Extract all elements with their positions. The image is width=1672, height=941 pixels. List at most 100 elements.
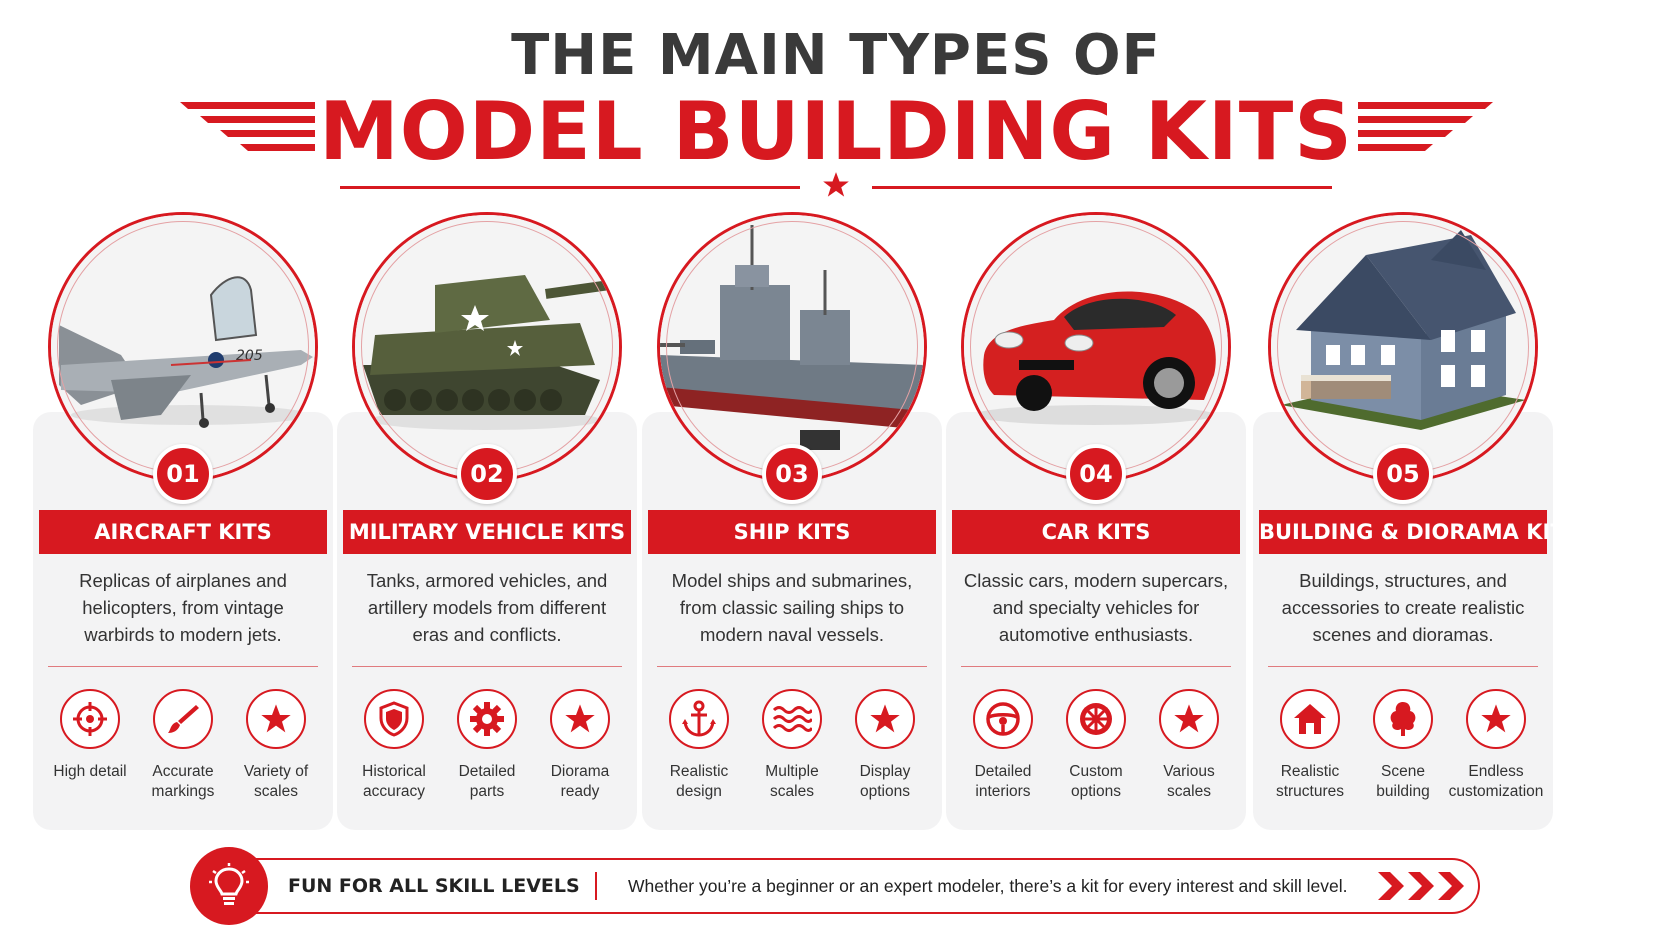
description-line: scenes and dioramas. xyxy=(1312,624,1494,645)
feature-label-line: markings xyxy=(151,783,215,800)
feature-label-line: interiors xyxy=(975,783,1031,800)
feature-label-line: scales xyxy=(254,783,298,800)
footer-divider xyxy=(595,872,597,900)
feature-badge xyxy=(762,689,822,749)
feature-label-line: Endless xyxy=(1468,763,1524,780)
kit-title: CAR KITS xyxy=(952,510,1240,554)
description-line: Tanks, armored vehicles, and xyxy=(366,570,608,591)
feature-label-line: Realistic xyxy=(1280,763,1340,780)
kit-number-badge: 05 xyxy=(1373,444,1433,504)
kit-description: Classic cars, modern supercars, and speci… xyxy=(951,567,1241,648)
tank-model xyxy=(355,215,619,479)
kit-title: SHIP KITS xyxy=(648,510,936,554)
paintbrush-icon xyxy=(168,705,199,733)
star-icon xyxy=(870,704,900,733)
fighter-jet-model: 205 xyxy=(51,215,315,479)
feature-badge xyxy=(669,689,729,749)
feature-label: Historical accuracy xyxy=(342,762,446,802)
card-divider xyxy=(352,666,622,667)
feature-label-line: High detail xyxy=(53,763,127,780)
feature-label-line: accuracy xyxy=(362,783,426,800)
feature-label-line: Detailed xyxy=(974,763,1032,780)
feature-label: Realistic design xyxy=(647,762,751,802)
feature-badge xyxy=(1066,689,1126,749)
page-title: MODEL BUILDING KITS xyxy=(319,85,1353,178)
feature-label-line: design xyxy=(676,783,722,800)
feature-label-line: Historical xyxy=(362,763,426,780)
left-wing-stripes xyxy=(180,102,315,151)
feature-label-line: Multiple xyxy=(765,763,819,780)
wheel-rim-icon xyxy=(1080,703,1112,735)
description-line: and specialty vehicles for xyxy=(992,597,1200,618)
description-line: eras and conflicts. xyxy=(412,624,562,645)
feature-label-line: structures xyxy=(1275,783,1345,800)
feature-label-line: Variety of xyxy=(243,763,309,780)
red-sports-car-model xyxy=(964,215,1228,479)
kit-number-badge: 03 xyxy=(762,444,822,504)
feature-label-line: Realistic xyxy=(669,763,729,780)
feature-label-line: scales xyxy=(1167,783,1211,800)
lightbulb-icon xyxy=(209,863,249,905)
feature-badge xyxy=(973,689,1033,749)
description-line: helicopters, from vintage xyxy=(82,597,284,618)
feature-badge xyxy=(1373,689,1433,749)
anchor-icon xyxy=(682,700,716,737)
tree-icon xyxy=(1390,702,1416,736)
feature-label-line: Accurate xyxy=(152,763,214,780)
feature-badge xyxy=(550,689,610,749)
feature-label: Endless customization xyxy=(1444,762,1548,802)
feature-label: Accurate markings xyxy=(131,762,235,802)
triple-chevron-right-icon xyxy=(1378,872,1464,900)
description-line: warbirds to modern jets. xyxy=(84,624,282,645)
feature-label-line: parts xyxy=(469,783,505,800)
feature-label-line: customization xyxy=(1448,783,1544,800)
feature-badge xyxy=(457,689,517,749)
feature-label-line: options xyxy=(1071,783,1121,800)
description-line: modern naval vessels. xyxy=(699,624,885,645)
footer-title: FUN FOR ALL SKILL LEVELS xyxy=(288,875,580,897)
svg-text:205: 205 xyxy=(236,348,263,364)
title-rule-left xyxy=(340,186,800,189)
footer-badge xyxy=(190,847,268,925)
star-icon xyxy=(565,704,595,733)
feature-badge xyxy=(1466,689,1526,749)
feature-label-line: options xyxy=(860,783,910,800)
feature-badge xyxy=(60,689,120,749)
house-icon xyxy=(1294,704,1326,734)
description-line: automotive enthusiasts. xyxy=(998,624,1194,645)
kit-photo xyxy=(352,212,622,482)
battleship-model xyxy=(660,215,924,479)
title-top: THE MAIN TYPES OF xyxy=(511,23,1161,88)
description-line: Classic cars, modern supercars, xyxy=(963,570,1229,591)
feature-badge xyxy=(246,689,306,749)
description-line: Model ships and submarines, xyxy=(671,570,913,591)
kit-description: Model ships and submarines, from classic … xyxy=(647,567,937,648)
footer-bar xyxy=(196,858,1480,914)
feature-badge xyxy=(855,689,915,749)
description-line: from classic sailing ships to xyxy=(679,597,905,618)
kit-title: MILITARY VEHICLE KITS xyxy=(343,510,631,554)
kit-photo xyxy=(961,212,1231,482)
right-wing-stripes xyxy=(1358,102,1493,151)
footer-text: Whether you’re a beginner or an expert m… xyxy=(628,876,1348,896)
description-line: accessories to create realistic xyxy=(1281,597,1525,618)
kit-number-badge: 04 xyxy=(1066,444,1126,504)
steering-wheel-icon xyxy=(986,702,1020,736)
kit-number-badge: 01 xyxy=(153,444,213,504)
feature-label: Realistic structures xyxy=(1258,762,1362,802)
shield-icon xyxy=(379,701,409,737)
kit-photo: 205 xyxy=(48,212,318,482)
feature-label: Variety of scales xyxy=(224,762,328,802)
feature-label-line: ready xyxy=(560,783,600,800)
waves-icon xyxy=(772,706,812,732)
feature-label-line: Various xyxy=(1163,763,1215,780)
feature-label: Various scales xyxy=(1137,762,1241,802)
